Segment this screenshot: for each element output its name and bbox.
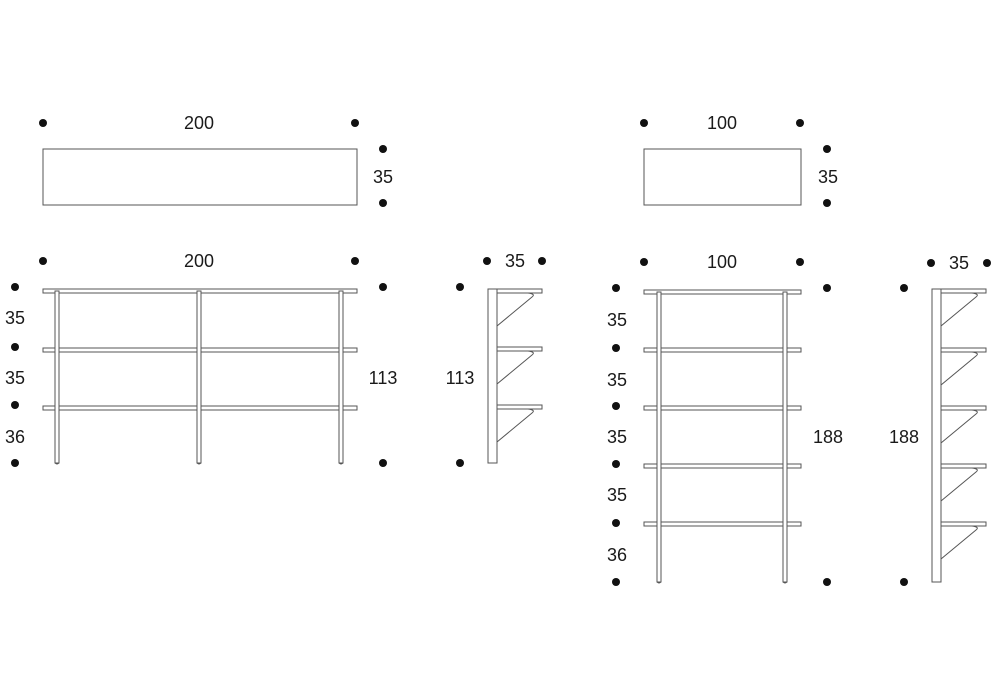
dimension-marker-dot [379,283,387,291]
dimension-marker-dot [39,257,47,265]
dimension-marker-dot [612,284,620,292]
dimension-marker-dot [483,257,491,265]
side-view-bracket [496,408,534,443]
side-view-post [931,288,942,583]
dimension-marker-dot [379,199,387,207]
front-200-height-label: 113 [369,368,398,388]
side-view-bracket [940,351,978,386]
dimension-marker-dot [983,259,991,267]
side-view-bracket [496,350,534,385]
side-188-depth-label: 35 [949,253,969,273]
front-100-spacing-label: 35 [607,485,627,505]
side-view-bracket [940,292,978,327]
dimension-marker-dot [823,284,831,292]
dimension-marker-dot [11,459,19,467]
dimension-marker-dot [612,402,620,410]
front-view-post [782,291,788,583]
dimension-marker-dot [11,283,19,291]
front-view-post [196,290,202,464]
front-view-post [338,290,344,464]
dimension-marker-dot [612,519,620,527]
front-100-width-label: 100 [707,252,737,272]
dimension-marker-dot [456,283,464,291]
top-100-width-label: 100 [707,113,737,133]
dimension-marker-dot [379,145,387,153]
front-200-spacing-label: 36 [5,427,25,447]
side-view-bracket [940,467,978,502]
front-view-shelf [643,521,802,527]
dimension-marker-dot [612,460,620,468]
top-200-width-label: 200 [184,113,214,133]
side-view-post [487,288,498,464]
dimension-marker-dot [900,578,908,586]
dimension-marker-dot [823,578,831,586]
dimension-marker-dot [640,119,648,127]
dimension-marker-dot [900,284,908,292]
dimension-marker-dot [538,257,546,265]
front-200-spacing-label: 35 [5,368,25,388]
front-100-height-label: 188 [813,427,843,447]
dimension-marker-dot [351,257,359,265]
dimension-marker-dot [379,459,387,467]
side-view-bracket [940,409,978,444]
front-view-post [656,291,662,583]
side-113-depth-label: 35 [505,251,525,271]
dimension-marker-dot [351,119,359,127]
front-view-shelf [643,347,802,353]
front-100-spacing-label: 35 [607,370,627,390]
dimension-marker-dot [39,119,47,127]
top-200-depth-label: 35 [373,167,393,187]
dimension-marker-dot [796,258,804,266]
front-100-spacing-label: 35 [607,310,627,330]
side-188-height-label: 188 [889,427,919,447]
front-100-spacing-label: 35 [607,427,627,447]
front-100-spacing-label: 36 [607,545,627,565]
front-200-spacing-label: 35 [5,308,25,328]
dimension-marker-dot [796,119,804,127]
dimension-marker-dot [612,344,620,352]
top-100-depth-label: 35 [818,167,838,187]
front-200-width-label: 200 [184,251,214,271]
front-view-shelf [643,289,802,295]
front-view-shelf [643,405,802,411]
front-view-shelf [643,463,802,469]
dimension-marker-dot [927,259,935,267]
dimension-marker-dot [612,578,620,586]
side-view-bracket [496,292,534,327]
side-view-bracket [940,525,978,560]
dimension-marker-dot [11,401,19,409]
front-view-post [54,290,60,464]
dimension-marker-dot [11,343,19,351]
dimension-marker-dot [456,459,464,467]
dimension-marker-dot [823,145,831,153]
top-view-200-shelf [42,148,358,206]
top-view-100-shelf [643,148,802,206]
dimension-marker-dot [823,199,831,207]
side-113-height-label: 113 [446,368,475,388]
dimension-marker-dot [640,258,648,266]
